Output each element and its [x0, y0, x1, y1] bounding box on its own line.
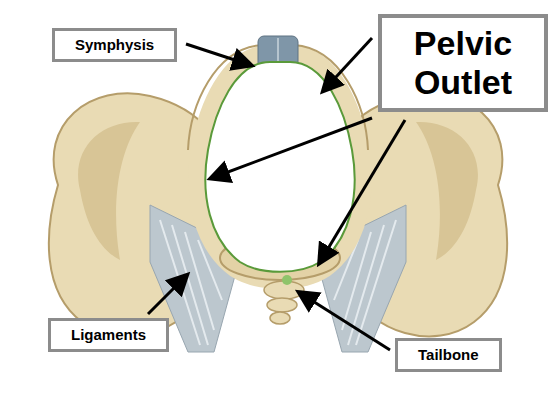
- leader-arrow: [324, 38, 372, 90]
- label-text: Pelvic Outlet: [390, 24, 536, 102]
- ilium-shade: [78, 122, 140, 260]
- coccyx-tip: [282, 275, 292, 285]
- coccyx-segment: [267, 298, 297, 312]
- ilium-shade: [416, 122, 478, 260]
- label-text: Ligaments: [71, 326, 146, 344]
- label-box: Symphysis: [52, 28, 177, 62]
- leader-lines: [148, 38, 405, 350]
- title-box: Pelvic Outlet: [378, 14, 548, 112]
- label-text: Symphysis: [75, 36, 154, 54]
- leader-arrow: [300, 293, 390, 350]
- label-text: Tailbone: [418, 346, 479, 364]
- label-box: Tailbone: [395, 338, 502, 372]
- leader-arrow: [148, 276, 186, 314]
- coccyx-segment: [270, 312, 290, 324]
- leader-arrow: [186, 44, 250, 65]
- label-box: Ligaments: [48, 318, 169, 352]
- leader-arrow: [320, 120, 405, 262]
- leader-arrow: [212, 118, 372, 178]
